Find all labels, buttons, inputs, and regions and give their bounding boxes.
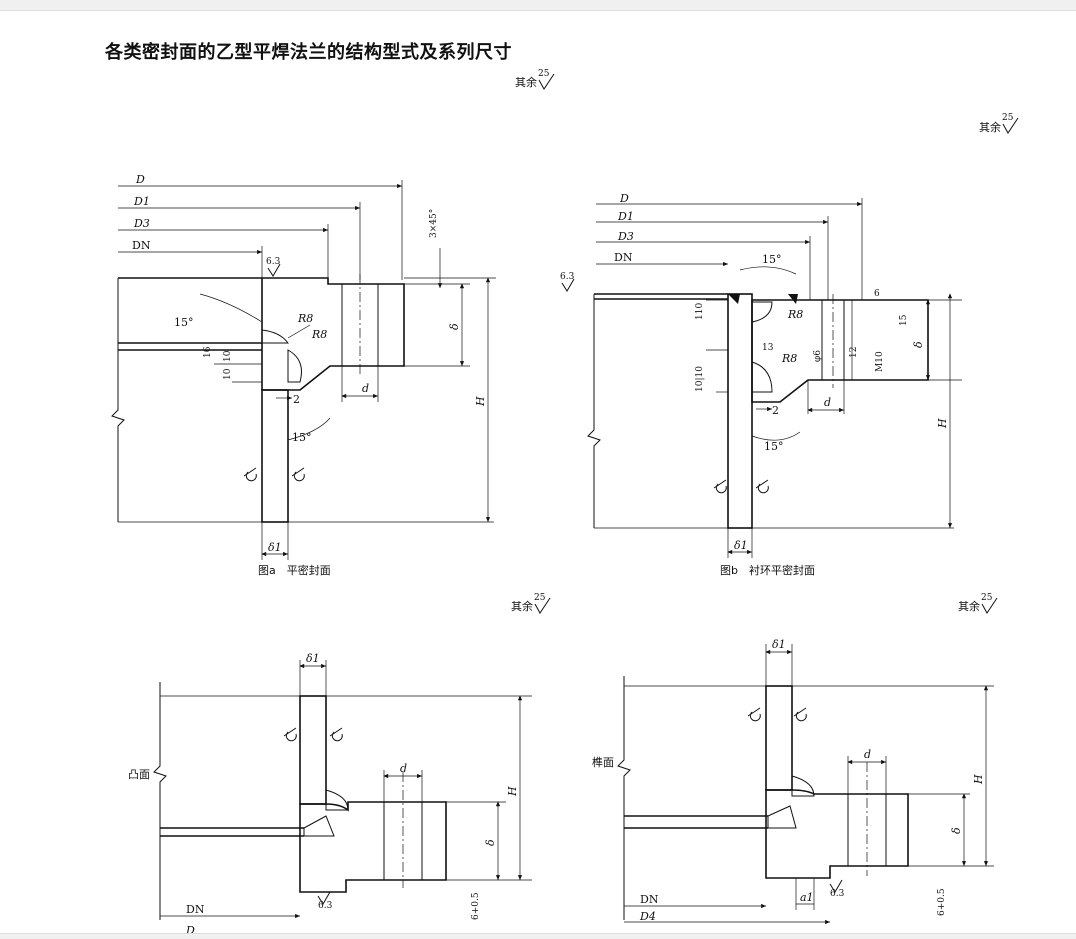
svg-text:δ1: δ1 (306, 652, 320, 665)
svg-text:D3: D3 (617, 230, 634, 243)
svg-text:12: 12 (849, 347, 859, 358)
svg-text:D1: D1 (617, 210, 634, 223)
svg-text:δ1: δ1 (772, 638, 786, 651)
svg-text:3×45°: 3×45° (429, 209, 439, 238)
svg-text:DN: DN (640, 893, 659, 906)
svg-text:6+0.5: 6+0.5 (937, 888, 947, 916)
svg-text:15: 15 (899, 314, 909, 326)
svg-text:6: 6 (874, 289, 880, 299)
roughness-rest-symbol-3: 其余 25 (511, 593, 551, 614)
svg-text:凸面: 凸面 (128, 768, 150, 781)
svg-text:H: H (972, 774, 985, 785)
svg-text:DN: DN (186, 903, 205, 916)
svg-text:D: D (619, 192, 629, 205)
svg-text:R8: R8 (787, 308, 803, 321)
svg-text:δ: δ (950, 827, 963, 834)
svg-text:15°: 15° (764, 440, 784, 453)
svg-text:R8: R8 (297, 312, 313, 325)
figure-d-tongue-face: 榫面 δ1 d H δ 6+0.5 (592, 638, 994, 925)
svg-text:DN: DN (132, 239, 151, 252)
svg-text:16: 16 (203, 346, 213, 358)
svg-text:δ1: δ1 (734, 539, 748, 552)
svg-text:6.3: 6.3 (318, 901, 333, 911)
svg-text:D: D (185, 924, 195, 937)
svg-text:δ: δ (912, 341, 925, 348)
page-title: 各类密封面的乙型平焊法兰的结构型式及系列尺寸 (105, 42, 512, 63)
svg-text:d: d (400, 762, 407, 775)
svg-text:6.3: 6.3 (560, 272, 575, 282)
figure-c-raised-face: 凸面 δ1 d H δ 6+0.5 (128, 652, 532, 937)
svg-text:δ: δ (484, 839, 497, 846)
svg-text:D3: D3 (133, 217, 150, 230)
svg-text:a1: a1 (800, 891, 814, 904)
svg-text:10: 10 (223, 350, 233, 362)
roughness-rest-symbol-2: 其余 25 (979, 113, 1019, 134)
svg-text:15°: 15° (174, 316, 194, 329)
svg-text:φ6: φ6 (813, 350, 823, 362)
svg-text:2: 2 (772, 404, 779, 417)
figure-b-lined-flat-face: D D1 D3 DN 6.3 6 15 12 M10 φ6 15° 15 (560, 192, 962, 577)
svg-text:其余: 其余 (511, 599, 533, 613)
svg-text:其余: 其余 (958, 599, 980, 613)
figure-a-caption: 图a 平密封面 (258, 563, 331, 577)
svg-text:13: 13 (762, 343, 774, 353)
svg-text:榫面: 榫面 (592, 755, 614, 769)
svg-text:25: 25 (1002, 113, 1014, 123)
svg-text:D1: D1 (133, 195, 150, 208)
svg-text:d: d (864, 748, 871, 761)
viewer-bottom-bar (0, 933, 1076, 939)
svg-text:D: D (135, 173, 145, 186)
figure-b-caption: 图b 衬环平密封面 (720, 563, 815, 577)
svg-text:DN: DN (614, 251, 633, 264)
roughness-rest-symbol-1: 其余 25 (515, 69, 555, 90)
roughness-rest-symbol-4: 其余 25 (958, 593, 998, 614)
svg-text:H: H (506, 786, 519, 797)
svg-text:M10: M10 (875, 351, 885, 372)
svg-text:d: d (362, 382, 369, 395)
svg-text:10: 10 (223, 368, 233, 380)
viewer-top-bar (0, 0, 1076, 11)
svg-text:其余: 其余 (979, 120, 1001, 134)
svg-text:15°: 15° (292, 431, 312, 444)
svg-text:25: 25 (538, 69, 550, 79)
figure-a-flat-face: D D1 D3 DN 6.3 3×45° R8 R8 15° 15 (111, 173, 496, 577)
svg-text:δ1: δ1 (268, 541, 282, 554)
svg-text:δ: δ (448, 323, 461, 330)
svg-text:H: H (474, 396, 487, 407)
svg-text:25: 25 (534, 593, 546, 603)
svg-text:其余: 其余 (515, 75, 537, 89)
svg-text:H: H (936, 418, 949, 429)
svg-text:6.3: 6.3 (266, 257, 281, 267)
svg-text:110: 110 (695, 303, 705, 320)
svg-text:15°: 15° (762, 253, 782, 266)
svg-text:D4: D4 (639, 910, 656, 923)
svg-text:2: 2 (293, 393, 300, 406)
svg-text:10|10: 10|10 (695, 366, 705, 392)
svg-text:R8: R8 (781, 352, 797, 365)
svg-text:25: 25 (981, 593, 993, 603)
svg-text:R8: R8 (311, 328, 327, 341)
svg-text:6+0.5: 6+0.5 (471, 892, 481, 920)
svg-text:d: d (824, 396, 831, 409)
svg-text:6.3: 6.3 (830, 889, 845, 899)
